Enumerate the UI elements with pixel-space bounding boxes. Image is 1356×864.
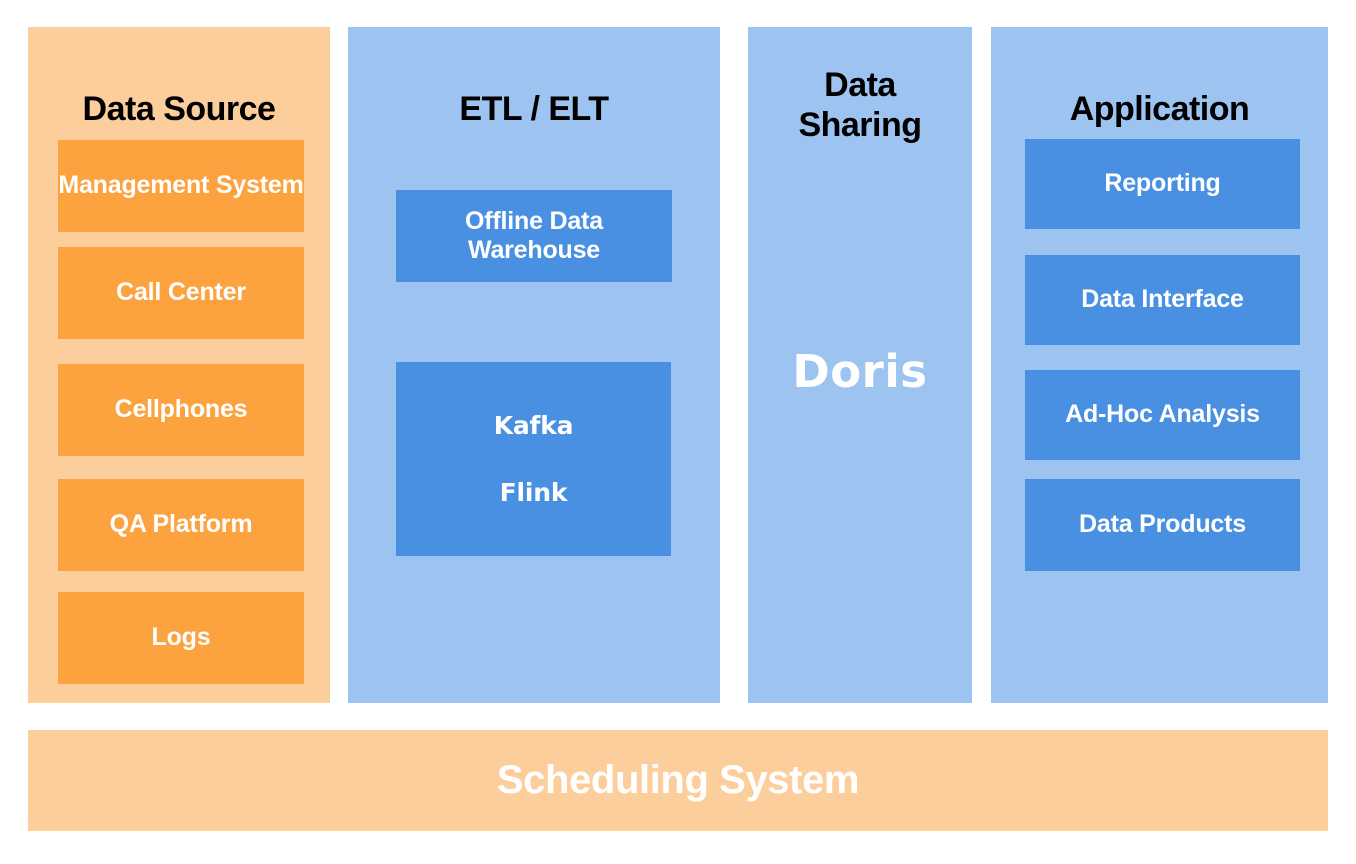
chip-offline-data-warehouse: Offline Data Warehouse (396, 190, 672, 282)
column-application: Application Reporting Data Interface Ad-… (991, 27, 1328, 703)
column-title-etl-elt: ETL / ELT (459, 90, 609, 128)
chip-reporting: Reporting (1025, 139, 1300, 229)
scheduling-system-label: Scheduling System (496, 758, 860, 802)
scheduling-system-bar: Scheduling System (28, 730, 1328, 831)
chip-call-center: Call Center (58, 247, 304, 339)
chip-kafka-label: Kafka (493, 411, 574, 440)
column-title-application: Application (1069, 90, 1250, 128)
chip-ad-hoc-analysis: Ad-Hoc Analysis (1025, 370, 1300, 460)
chip-data-products: Data Products (1025, 479, 1300, 571)
column-title-data-source: Data Source (82, 90, 276, 128)
chip-streaming-stack: Kafka Flink (396, 362, 671, 556)
column-title-line-2: Sharing (798, 106, 922, 144)
column-data-sharing: Data Sharing Doris (748, 27, 972, 703)
chip-data-interface: Data Interface (1025, 255, 1300, 345)
chip-qa-platform: QA Platform (58, 479, 304, 571)
doris-wordmark: Doris (792, 345, 928, 398)
chip-cellphones: Cellphones (58, 364, 304, 456)
chip-logs: Logs (58, 592, 304, 684)
column-data-source: Data Source Management System Call Cente… (28, 27, 330, 703)
column-etl-elt: ETL / ELT Offline Data Warehouse Kafka F… (348, 27, 720, 703)
chip-management-system: Management System (58, 140, 304, 232)
chip-flink-label: Flink (499, 477, 568, 507)
column-title-data-sharing: Data Sharing (748, 65, 972, 145)
column-title-line-1: Data (824, 66, 896, 104)
